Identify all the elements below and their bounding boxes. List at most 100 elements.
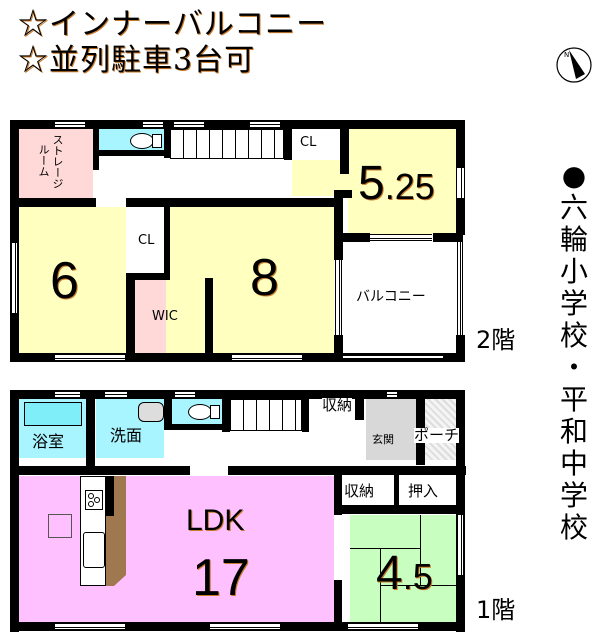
wall xyxy=(284,120,292,160)
wall xyxy=(126,273,135,358)
wall xyxy=(222,390,230,432)
wall xyxy=(10,120,465,129)
vent-window xyxy=(55,391,80,398)
wall xyxy=(164,120,170,158)
storage-room xyxy=(18,128,93,198)
bullet-icon: ● xyxy=(561,159,587,192)
wall xyxy=(334,475,342,515)
wall xyxy=(93,120,99,170)
staircase-1f xyxy=(230,399,302,431)
wall xyxy=(302,390,309,432)
wall xyxy=(18,198,96,207)
balcony-rail xyxy=(457,242,463,335)
bedroom-5-25 xyxy=(348,128,458,234)
storage-side xyxy=(340,478,396,504)
headline-parking: ☆並列駐車3台可 xyxy=(18,43,256,78)
wall xyxy=(164,390,172,430)
wall xyxy=(456,335,465,362)
vent-window xyxy=(387,391,397,398)
ldk-room xyxy=(18,476,334,622)
wall xyxy=(10,390,19,632)
tatami-line xyxy=(380,585,458,586)
wall xyxy=(342,505,462,514)
oshiire xyxy=(398,478,456,504)
wall xyxy=(10,466,190,475)
wall xyxy=(416,390,425,465)
stove-icon xyxy=(85,490,103,510)
vent-window xyxy=(55,121,85,128)
wall xyxy=(340,190,352,198)
wall xyxy=(340,233,370,242)
compass-icon: N xyxy=(555,46,593,84)
window xyxy=(456,168,465,198)
window xyxy=(348,623,418,630)
school-note: ● 六 輪 小 学 校 ・ 平 和 中 学 校 xyxy=(559,159,588,544)
vent-window xyxy=(105,391,127,398)
vent-window xyxy=(143,121,163,128)
window xyxy=(55,354,125,361)
kitchen-sink-icon xyxy=(83,532,105,568)
ldk-size-label: 17 xyxy=(192,549,250,607)
window xyxy=(210,623,280,630)
balcony-label: バルコニー xyxy=(356,289,426,305)
entrance-hall xyxy=(366,398,416,460)
toilet-icon xyxy=(188,404,212,420)
wall xyxy=(228,466,466,475)
toilet-tank-icon xyxy=(152,134,162,148)
bedroom-6 xyxy=(18,207,126,353)
washroom-label: 洗面 xyxy=(110,426,143,445)
headline-balcony: ☆インナーバルコニー xyxy=(18,7,328,42)
oshiire-label: 押入 xyxy=(408,482,439,500)
bathroom-label: 浴室 xyxy=(32,432,65,451)
wic-label: WIC xyxy=(152,309,178,324)
wall xyxy=(10,390,465,399)
vent-window xyxy=(174,121,204,128)
wall xyxy=(96,150,166,156)
wall xyxy=(10,120,19,362)
balcony-door xyxy=(335,260,342,335)
wall xyxy=(164,198,170,278)
closet-a xyxy=(135,207,167,275)
bedroom-8-lower xyxy=(212,280,334,353)
floor-1-label: 1階 xyxy=(476,596,516,624)
tatami-size-label: 4.5 xyxy=(376,547,433,600)
storage-top-label: 収納 xyxy=(322,396,353,414)
floor-2-label: 2階 xyxy=(476,326,516,354)
wall xyxy=(334,190,343,260)
tatami-room xyxy=(350,515,458,622)
wall xyxy=(126,198,336,207)
toilet-tank-icon xyxy=(210,405,220,419)
window xyxy=(55,623,125,630)
floor-2-plan: ストレージ ルーム 6 CL WIC 8 CL 5.25 バルコニー 2階 xyxy=(10,120,516,362)
table-icon xyxy=(48,514,72,538)
wall xyxy=(172,424,228,430)
wall xyxy=(394,475,399,507)
entrance-label: 玄関 xyxy=(372,433,394,446)
closet-a-label: CL xyxy=(138,233,155,248)
window xyxy=(232,354,302,361)
wall xyxy=(340,120,349,174)
bedroom-5-25-label: 5.25 xyxy=(358,157,435,210)
vent-window xyxy=(250,121,280,128)
bedroom-8-label: 8 xyxy=(250,249,279,307)
wall xyxy=(355,390,364,420)
tatami-line xyxy=(350,548,420,549)
wall xyxy=(334,580,342,630)
storage-side-label: 収納 xyxy=(344,482,375,500)
wall xyxy=(106,476,114,516)
window xyxy=(11,243,18,313)
wall xyxy=(205,278,213,356)
closet-b-label: CL xyxy=(300,135,317,150)
svg-text:N: N xyxy=(564,51,569,59)
sink-icon xyxy=(138,402,164,422)
storage-room-label-1: ストレージ xyxy=(51,134,64,189)
staircase-2f xyxy=(170,129,284,159)
storage-room-label-2: ルーム xyxy=(37,144,50,177)
window xyxy=(370,234,432,241)
porch-label: ポーチ xyxy=(414,426,460,444)
closet-b xyxy=(290,128,340,158)
wall xyxy=(126,273,170,280)
bathtub-icon xyxy=(24,402,82,426)
window xyxy=(457,515,464,575)
